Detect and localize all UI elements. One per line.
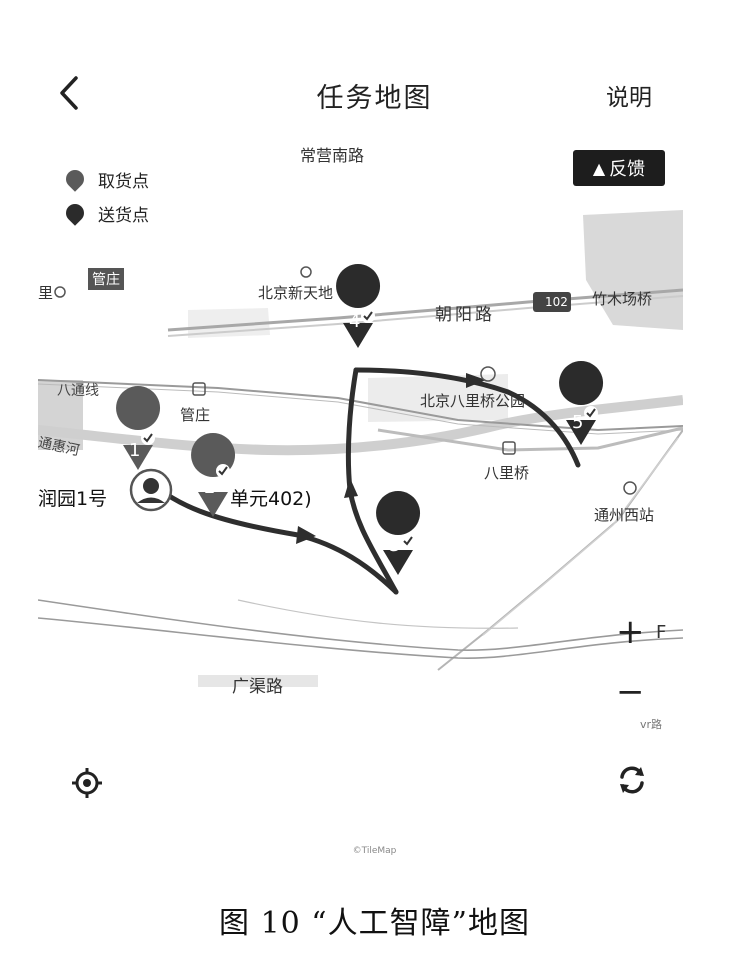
- marker-5-number: 5: [572, 412, 584, 433]
- diagonal-road-edge: [482, 437, 679, 636]
- right-edge-label-2: vr路: [640, 718, 663, 731]
- legend-pickup: 取货点: [62, 162, 149, 196]
- marker-2-number: 2: [204, 477, 216, 498]
- poi-icon: [54, 286, 66, 298]
- legend-pickup-label: 取货点: [98, 171, 149, 192]
- poi-beijing-xintiandi: 北京新天地: [258, 284, 334, 302]
- poi-bali-park: 北京八里桥公园: [420, 392, 526, 410]
- poi-zhumuchang-bridge: 竹木场桥: [592, 290, 653, 308]
- highway-number: 102: [545, 295, 568, 309]
- map-area-patch: [583, 210, 683, 330]
- marker-1[interactable]: [116, 386, 161, 470]
- station-icon: [623, 481, 637, 495]
- warning-icon: ▲: [592, 158, 606, 178]
- chaoyang-road: [167, 288, 683, 332]
- help-button[interactable]: 说明: [606, 85, 652, 111]
- zoom-out-button[interactable]: −: [616, 672, 645, 712]
- highway-shield: [533, 292, 571, 312]
- map-legend: 取货点 送货点: [62, 162, 149, 230]
- poi-tongzhou-west: 通州西站: [594, 506, 655, 524]
- figure-caption: 图 10 “人工智障”地图: [219, 906, 530, 941]
- address-label-right: 单元402): [230, 488, 312, 510]
- route-arrow: [296, 526, 316, 544]
- marker-3-number: 3: [389, 535, 401, 556]
- diagonal-road: [437, 429, 683, 671]
- feedback-label: 反馈: [609, 159, 646, 180]
- minor-road: [237, 599, 519, 629]
- right-edge-label: F: [656, 622, 667, 643]
- page-title: 任务地图: [316, 83, 433, 114]
- top-bar: 任务地图 说明: [0, 60, 749, 130]
- delivery-route-segment: [353, 367, 581, 468]
- marker-5[interactable]: [559, 361, 604, 445]
- subway-icon: [502, 441, 516, 455]
- delivery-route-segment: [295, 532, 399, 595]
- road-label-chaoyang: 朝阳路: [435, 305, 495, 325]
- courier-avatar[interactable]: [129, 468, 173, 512]
- marker-3[interactable]: [376, 491, 421, 575]
- marker-1-number: 1: [129, 440, 141, 461]
- route-arrow: [466, 373, 486, 388]
- feedback-button[interactable]: ▲ 反馈: [573, 150, 665, 186]
- legend-dropoff-label: 送货点: [98, 205, 149, 226]
- marker-4-number: 4: [349, 311, 361, 332]
- poi-guanzhuang: 管庄: [180, 406, 211, 424]
- batong-rail-line-2: [38, 383, 683, 435]
- route-arrow: [344, 478, 358, 498]
- subway-icon: [192, 382, 206, 396]
- poi-baliqiao: 八里桥: [484, 464, 530, 482]
- map-canvas[interactable]: [38, 130, 683, 830]
- local-road: [377, 426, 683, 452]
- locate-icon: [72, 768, 102, 798]
- chaoyang-road-edge: [167, 295, 683, 337]
- refresh-icon: [620, 766, 644, 794]
- marker-4[interactable]: [336, 264, 381, 348]
- guangqu-road-line-1: [38, 599, 683, 651]
- back-button[interactable]: [48, 68, 92, 118]
- guangqu-road-strip: [198, 675, 318, 687]
- legend-dropoff: 送货点: [62, 196, 149, 230]
- marker-2[interactable]: [191, 433, 236, 517]
- locate-button[interactable]: [70, 766, 104, 800]
- guangqu-road-line-2: [38, 617, 683, 659]
- road-label-guangqu: 广渠路: [232, 677, 283, 697]
- zoom-in-button[interactable]: +: [616, 612, 645, 652]
- task-map[interactable]: 1 2 3 4 5: [38, 130, 683, 830]
- left-edge-label: 里: [38, 284, 54, 302]
- chevron-left-icon: [60, 76, 78, 110]
- road-label-changying-south: 常营南路: [300, 146, 365, 165]
- dropoff-pin-icon: [62, 200, 88, 226]
- pickup-pin-icon: [62, 166, 88, 192]
- road-label-batong-line: 八通线: [57, 383, 99, 399]
- map-credit: ©TileMap: [352, 846, 397, 856]
- batong-rail-line: [38, 379, 683, 432]
- poi-tile-label: 管庄: [88, 268, 124, 290]
- address-label-left: 润园1号: [38, 488, 108, 510]
- park-icon: [480, 366, 496, 382]
- refresh-button[interactable]: [614, 762, 650, 798]
- poi-icon: [300, 266, 312, 278]
